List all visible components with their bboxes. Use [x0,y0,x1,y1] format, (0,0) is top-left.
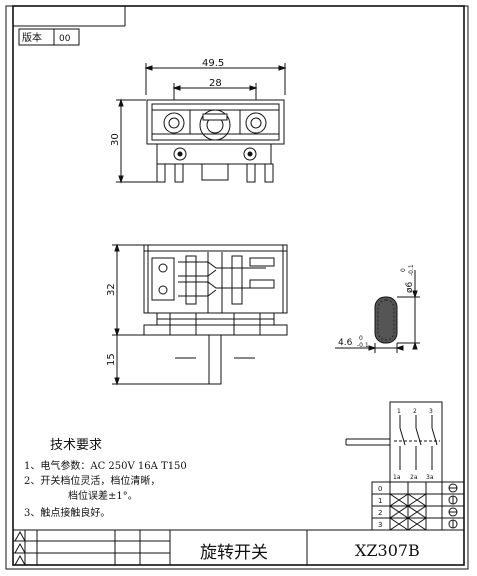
mount-hole-left [173,147,187,161]
contact-labels: 1 2 3 1a 2a 3a 0 1 2 3 [378,408,434,529]
dim-dia-tol-upper: 0 [400,268,407,272]
dim-30: 30 [110,133,121,146]
shaft [208,334,222,385]
center-shaft [199,109,231,141]
dim-dia: ø6 [405,281,415,293]
inner-border [12,5,465,566]
dim-dia-tol-lower: -0.1 [408,264,415,276]
top-connector [201,163,229,181]
terminal-right [245,112,267,134]
contact-top-label: 2 [413,408,417,415]
position-label: 3 [378,521,382,529]
dim-flat: 4.6 [338,338,353,348]
side-body [143,244,288,314]
revision-value: 00 [59,34,71,44]
top-body [146,99,285,145]
requirement-item: 2、开关档位灵活，档位清晰， [24,474,160,487]
title-code: XZ307B [355,541,420,560]
side-view [112,243,288,386]
dim-49-5: 49.5 [202,58,224,69]
contact-top-label: 3 [429,408,433,415]
dim-15: 15 [106,353,117,366]
contact-bottom-label: 3a [426,474,434,481]
terminal-left [163,112,185,134]
shaft-section [335,270,420,353]
top-view [116,63,287,184]
revision-label: 版本 [22,31,42,44]
dim-flat-tol-upper: 0 [359,335,363,342]
requirement-item: 档位误差±1°。 [68,489,138,502]
requirements-heading: 技术要求 [50,438,102,453]
contact-bottom-label: 2a [410,474,418,481]
contact-bottom-label: 1a [393,474,401,481]
title-block [13,529,464,566]
revision-box [18,28,80,46]
dim-flat-tol-lower: -0.1 [357,342,369,349]
shaft-section-knurl [374,296,398,344]
dim-28: 28 [209,78,222,89]
mount-hole-right [243,147,257,161]
contact-diagram [345,401,465,531]
dim-32: 32 [106,283,117,296]
revision-triangles [14,530,26,566]
requirement-item: 1、电气参数：AC 250V 16A T150 [24,459,187,472]
contact-top-label: 1 [397,408,401,415]
position-label: 2 [378,509,382,517]
requirement-item: 3、触点接触良好。 [24,506,110,519]
title-name: 旋转开关 [200,543,268,563]
position-label: 1 [378,497,382,505]
position-label: 0 [378,485,382,493]
